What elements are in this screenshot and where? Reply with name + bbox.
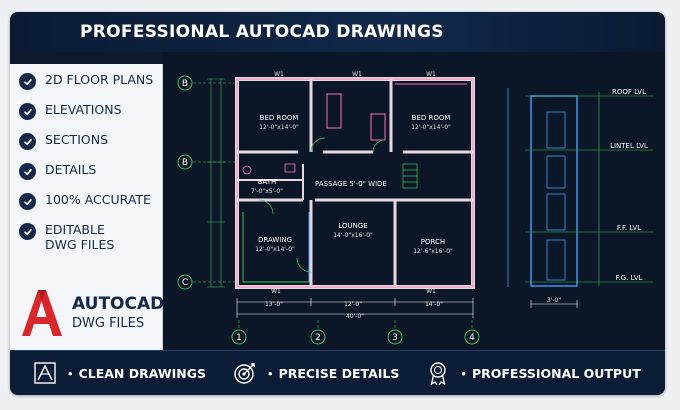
- feature-professional-output: • PROFESSIONAL OUTPUT: [425, 360, 641, 386]
- checklist-item: 2D FLOOR PLANS: [19, 72, 162, 102]
- checklist-item: ELEVATIONS: [19, 102, 162, 132]
- checklist-label-line2: DWG FILES: [45, 237, 115, 252]
- room-name-porch: PORCH: [421, 238, 445, 246]
- left-dimensions: [207, 78, 225, 288]
- award-ribbon-icon: [430, 362, 447, 386]
- brand-name: AUTOCAD: [72, 293, 165, 314]
- checklist-label: ELEVATIONS: [45, 102, 122, 117]
- level-label-roof: ROOF LVL: [612, 88, 646, 96]
- feature-label: PROFESSIONAL OUTPUT: [471, 365, 641, 381]
- window-tag: W1: [274, 71, 284, 78]
- room-name-bedroom: BED ROOM: [260, 114, 299, 122]
- feature-label: CLEAN DRAWINGS: [78, 365, 207, 381]
- checklist-label: SECTIONS: [45, 132, 109, 147]
- feature-clean-drawings: • CLEAN DRAWINGS: [32, 360, 206, 386]
- check-circle-icon: [19, 193, 36, 210]
- level-label-fgl: F.G. LVL: [616, 274, 643, 282]
- room-size-bath: 7'-0"x5'-0": [251, 188, 283, 195]
- grid-row-label: C: [182, 278, 188, 288]
- feature-precise-details: • PRECISE DETAILS: [232, 360, 399, 386]
- level-label-ffl: F.F. LVL: [617, 224, 641, 232]
- grid-column-label: 4: [469, 333, 475, 343]
- grid-row-label: B: [182, 79, 188, 89]
- checklist-item: EDITABLE DWG FILES: [19, 222, 162, 262]
- floor-plan-walls: [235, 77, 475, 289]
- bullet-separator: •: [68, 365, 73, 381]
- room-labels: BED ROOM 12'-0"x14'-0" BED ROOM 12'-0"x1…: [251, 114, 453, 255]
- window-tag: W1: [352, 71, 362, 78]
- grid-column-label: 2: [315, 333, 321, 343]
- room-name-lounge: LOUNGE: [338, 222, 367, 230]
- window-tag: W1: [271, 288, 281, 295]
- check-circle-icon: [19, 133, 36, 150]
- autocad-logo-icon: [22, 290, 62, 336]
- brand-text: AUTOCAD DWG FILES: [72, 294, 164, 331]
- checklist-label: 2D FLOOR PLANS: [45, 72, 154, 87]
- bullet-separator: •: [268, 365, 273, 381]
- checklist-label: 100% ACCURATE: [45, 192, 151, 207]
- grid-row-markers: B B C: [177, 75, 237, 290]
- check-circle-icon: [19, 163, 36, 180]
- dimension-label: 13'-0": [265, 301, 283, 308]
- check-circle-icon: [19, 223, 36, 240]
- grid-column-label: 1: [236, 333, 242, 343]
- product-card: PROFESSIONAL AUTOCAD DRAWINGS 2D FLOOR P…: [10, 12, 665, 395]
- feature-label: PRECISE DETAILS: [278, 365, 400, 381]
- brand-subtitle: DWG FILES: [72, 315, 145, 331]
- checklist-label-line1: EDITABLE: [45, 222, 105, 237]
- checklist-item: SECTIONS: [19, 132, 162, 162]
- room-size-lounge: 14'-0"x16'-0": [333, 232, 373, 239]
- elevation-dimension: 3'-0": [547, 297, 561, 304]
- target-icon: [234, 363, 255, 384]
- check-circle-icon: [19, 103, 36, 120]
- drawing-compass-icon: [34, 362, 56, 384]
- dimension-total: 40'-0": [346, 313, 364, 320]
- grid-column-label: 3: [392, 333, 398, 343]
- room-size-bedroom: 12'-0"x14'-0": [411, 124, 451, 131]
- room-name-drawing: DRAWING: [258, 236, 292, 244]
- checklist-item: DETAILS: [19, 162, 162, 192]
- header-bar: PROFESSIONAL AUTOCAD DRAWINGS: [10, 12, 665, 52]
- bottom-dimensions: 13'-0" 12'-0" 14'-0" 40'-0": [236, 298, 474, 320]
- level-labels: ROOF LVL LINTEL LVL F.F. LVL F.G. LVL 3'…: [547, 88, 648, 304]
- checklist-label: EDITABLE DWG FILES: [45, 222, 114, 252]
- cad-drawing-area: B B C: [163, 52, 665, 350]
- footer-bar: • CLEAN DRAWINGS • PRECISE DETAILS • PRO…: [10, 350, 665, 395]
- room-name-bedroom: BED ROOM: [412, 114, 451, 122]
- bullet-separator: •: [461, 365, 466, 381]
- elevation-section: [507, 88, 653, 308]
- checklist-label: DETAILS: [45, 162, 97, 177]
- grid-column-markers: 1 2 3 4: [231, 320, 480, 345]
- window-tag: W1: [426, 288, 436, 295]
- feature-checklist: 2D FLOOR PLANS ELEVATIONS SECTIONS DETAI…: [10, 64, 162, 262]
- level-label-lintel: LINTEL LVL: [610, 142, 648, 150]
- floor-plan-drawing: B B C: [163, 52, 665, 350]
- window-tags: W1 W1 W1 W1 W1: [271, 71, 436, 295]
- room-size-porch: 12'-6"x16'-0": [413, 248, 453, 255]
- room-size-bedroom: 12'-0"x14'-0": [259, 124, 299, 131]
- check-circle-icon: [19, 73, 36, 90]
- room-name-passage: PASSAGE 5'-0" WIDE: [315, 180, 387, 188]
- checklist-item: 100% ACCURATE: [19, 192, 162, 222]
- grid-row-label: B: [182, 158, 188, 168]
- feature-panel: 2D FLOOR PLANS ELEVATIONS SECTIONS DETAI…: [10, 64, 164, 350]
- room-size-drawing: 12'-0"x14'-0": [255, 246, 295, 253]
- autocad-brand: AUTOCAD DWG FILES: [18, 284, 164, 340]
- page-title: PROFESSIONAL AUTOCAD DRAWINGS: [80, 22, 444, 42]
- dimension-label: 14'-0": [425, 301, 443, 308]
- room-name-bath: BATH: [258, 178, 277, 186]
- dimension-label: 12'-0": [344, 301, 362, 308]
- window-tag: W1: [426, 71, 436, 78]
